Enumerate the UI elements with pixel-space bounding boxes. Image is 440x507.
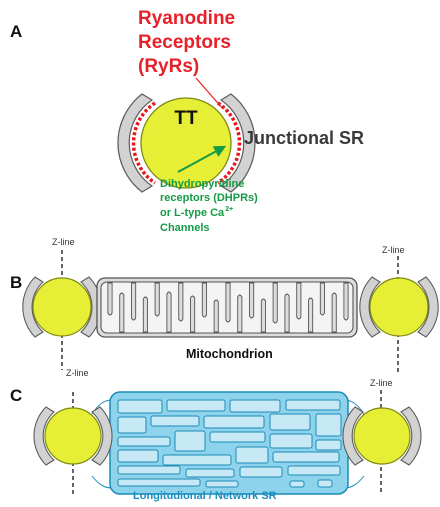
crista-fold xyxy=(107,282,113,316)
network-sr-label: Longitudional / Network SR xyxy=(133,490,277,502)
junctional-sr-left xyxy=(117,93,156,193)
z-line-label-c-right: Z-line xyxy=(370,378,393,388)
crista-fold xyxy=(213,299,219,333)
dhpr-label-line4: Channels xyxy=(160,222,210,234)
crista-fold xyxy=(225,282,231,323)
junctional-sr-label: Junctional SR xyxy=(244,128,364,148)
panel-c-letter: C xyxy=(10,386,22,405)
t-tubule-label: TT xyxy=(174,108,198,129)
mitochondrion-label: Mitochondrion xyxy=(186,347,273,361)
crista-fold xyxy=(201,282,207,318)
panel-a-letter: A xyxy=(10,22,22,41)
crista-fold xyxy=(331,292,337,333)
crista-fold xyxy=(260,298,266,333)
crista-fold xyxy=(296,282,302,320)
crista-fold xyxy=(154,282,160,317)
z-line-label-b-left-top: Z-line xyxy=(52,237,75,247)
t-tubule-cross-section xyxy=(140,97,232,189)
ryr-label-line1: Ryanodine xyxy=(138,8,235,29)
dhpr-label-line3: or L-type Ca2+ xyxy=(160,206,233,219)
crista-fold xyxy=(343,282,349,321)
mitochondrion xyxy=(96,277,358,338)
crista-fold xyxy=(131,282,137,321)
t-tubule-b-right xyxy=(369,277,429,337)
dhpr-label-line2: receptors (DHPRs) xyxy=(160,192,258,204)
crista-fold xyxy=(166,291,172,333)
crista-fold xyxy=(119,292,125,333)
ryr-label-line2: Receptors xyxy=(138,32,231,53)
junctional-sr-right xyxy=(217,93,256,193)
crista-fold xyxy=(178,282,184,322)
t-tubule-b-left xyxy=(32,277,92,337)
crista-fold xyxy=(249,282,255,319)
crista-fold xyxy=(142,296,148,333)
crista-fold xyxy=(272,282,278,324)
dhpr-label-line1: Dihydropyridine xyxy=(160,178,244,190)
mitochondrion-cristae xyxy=(107,282,349,333)
panel-c: C Z-line xyxy=(10,378,422,502)
z-line-label-b-left-bottom: Z-line xyxy=(66,368,89,378)
t-tubule-c-right xyxy=(353,407,411,465)
panel-a: A Ryanodine Receptors (RyRs) TT Junction… xyxy=(10,8,364,234)
ryr-label-line3: (RyRs) xyxy=(138,56,199,77)
crista-fold xyxy=(190,295,196,333)
panel-b-letter: B xyxy=(10,273,22,292)
panel-b: B Z-line Z-line Mitochondrion Z-line xyxy=(10,237,439,378)
longitudinal-network-sr xyxy=(109,391,349,495)
crista-fold xyxy=(284,293,290,333)
crista-fold xyxy=(308,297,314,333)
crista-fold xyxy=(319,282,325,316)
dhpr-pointer-arrow xyxy=(177,145,227,173)
crista-fold xyxy=(237,294,243,333)
t-tubule-c-left xyxy=(44,407,102,465)
z-line-label-b-right: Z-line xyxy=(382,245,405,255)
